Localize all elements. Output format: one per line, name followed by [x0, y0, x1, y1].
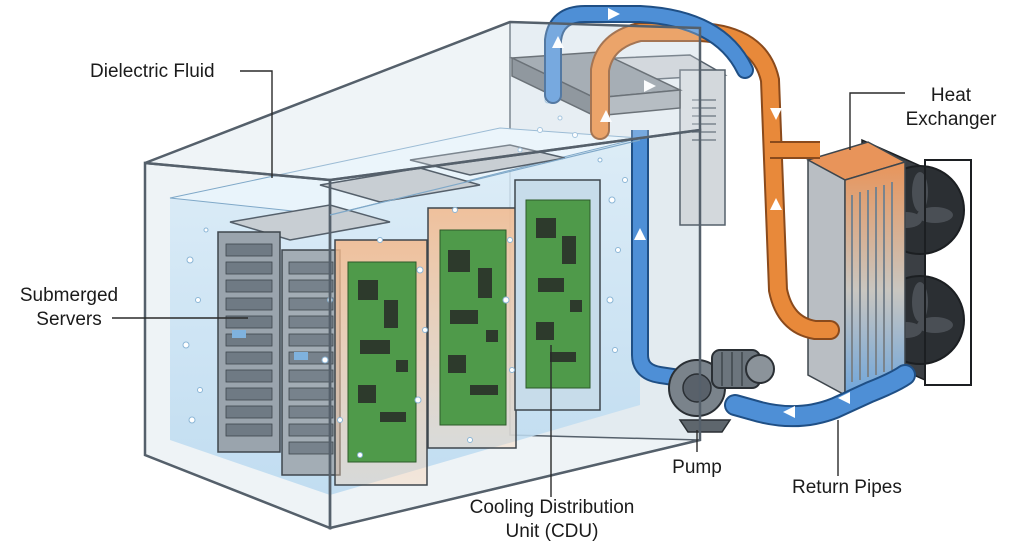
heat-exchanger — [806, 138, 972, 397]
server-rack-2 — [281, 249, 341, 476]
label-submerged-servers-line2: Servers — [36, 309, 102, 330]
label-cdu-line2: Unit (CDU) — [505, 521, 599, 542]
label-heat-exchanger-line2: Exchanger — [905, 109, 997, 130]
tank-front — [143, 20, 702, 530]
leader-dielectric-fluid — [240, 70, 273, 178]
label-cdu-line1: Cooling Distribution — [469, 497, 635, 518]
leader-heat-exchanger — [849, 92, 905, 150]
server-rack-1 — [217, 231, 281, 453]
server-rack-3 — [334, 239, 428, 486]
cold-pipe — [544, 5, 754, 387]
label-submerged-servers-line1: Submerged — [19, 285, 119, 306]
label-dielectric-fluid: Dielectric Fluid — [90, 61, 215, 82]
flow-arrows — [552, 8, 850, 418]
label-heat-exchanger-line1: Heat — [930, 85, 972, 106]
label-return-pipes: Return Pipes — [792, 477, 902, 498]
fluid-bubbles — [182, 96, 628, 458]
label-pump: Pump — [672, 457, 722, 478]
server-rack-5 — [514, 179, 601, 411]
pump — [668, 349, 775, 433]
leader-lines — [112, 70, 905, 497]
hot-pipe — [590, 22, 840, 340]
return-pipe — [724, 364, 916, 428]
server-rack-4 — [427, 207, 517, 449]
